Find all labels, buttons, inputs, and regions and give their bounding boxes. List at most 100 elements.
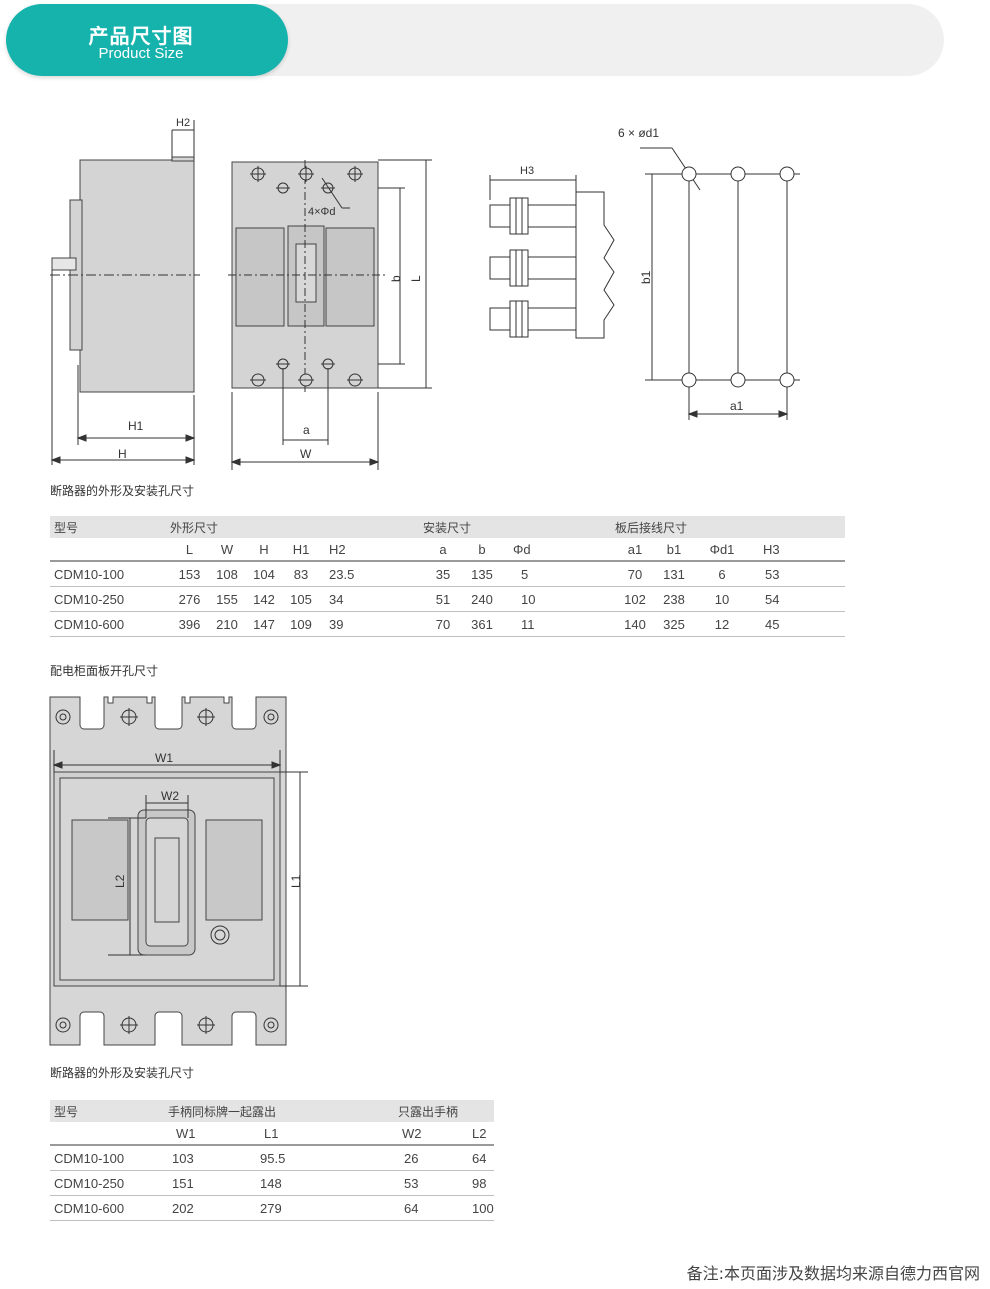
th-phid: Φd [501,538,615,562]
cell: 35 [423,561,463,587]
drawing-caption-1: 断路器的外形及安装孔尺寸 [50,484,195,498]
cell: 34 [319,586,423,612]
cell: 100 [462,1195,494,1221]
cell-model: CDM10-100 [50,1145,168,1171]
dim-H2: H2 [176,117,190,129]
table-sub-header: W1 L1 W2 L2 [50,1122,494,1146]
cell: 202 [168,1195,256,1221]
cell: 64 [462,1145,494,1171]
dim-L1: L1 [289,874,303,888]
col-mounting: 安装尺寸 [423,516,615,538]
table-sub-header: L W H H1 H2 a b Φd a1 b1 Φd1 H3 [50,538,845,562]
header-pill [6,4,288,76]
col-rear-wiring: 板后接线尺寸 [615,516,845,538]
cell: 238 [655,586,693,612]
dim-W: W [300,447,312,461]
th-L1: L1 [256,1122,394,1146]
cell: 102 [615,586,655,612]
header-title-en: Product Size [98,45,184,62]
th-W: W [209,538,245,562]
header-title-cn: 产品尺寸图 [88,24,194,48]
cell: 155 [209,586,245,612]
th-a1: a1 [615,538,655,562]
footnote: 备注:本页面涉及数据均来源自德力西官网 [686,1264,980,1283]
cell: 240 [463,586,501,612]
cell: 6 [693,561,751,587]
col-handle-with-label: 手柄同标牌一起露出 [168,1100,394,1122]
th-H1: H1 [283,538,319,562]
dim-W1: W1 [155,751,173,765]
th-H2: H2 [319,538,423,562]
dim-H: H [118,447,127,461]
table-group-header: 型号 手柄同标牌一起露出 只露出手柄 [50,1100,494,1122]
dim-L2: L2 [113,874,127,888]
panel-cutout-drawing: W1 W2 L2 L1 [49,696,308,1046]
cell: 276 [170,586,209,612]
cell: 51 [423,586,463,612]
cell: 325 [655,611,693,637]
cell: 104 [245,561,283,587]
cell: 153 [170,561,209,587]
cell: 23.5 [319,561,423,587]
cell: 108 [209,561,245,587]
cell: 361 [463,611,501,637]
cell: 396 [170,611,209,637]
cell: 10 [693,586,751,612]
cell: 70 [423,611,463,637]
dim-a1: a1 [730,399,744,413]
cell: 11 [501,611,615,637]
dim-H1: H1 [128,419,144,433]
table-row: CDM10-250 151 148 53 98 [50,1170,494,1196]
cell-model: CDM10-600 [50,611,170,637]
cell: 10 [501,586,615,612]
th-L: L [170,538,209,562]
dim-b1: b1 [639,270,653,284]
table-group-header: 型号 外形尺寸 安装尺寸 板后接线尺寸 [50,516,845,538]
cell: 135 [463,561,501,587]
cell: 279 [256,1195,394,1221]
cell: 64 [394,1195,462,1221]
hole-pattern-view: 6 × ød1 b1 a1 [618,126,800,420]
cell: 148 [256,1170,394,1196]
table-row: CDM10-600 202 279 64 100 [50,1195,494,1221]
cell: 54 [751,586,845,612]
cell-model: CDM10-250 [50,586,170,612]
cell: 53 [751,561,845,587]
cell-model: CDM10-600 [50,1195,168,1221]
breaker-dimension-drawing: H2 H1 H 4×Φd b [50,117,800,470]
col-outline: 外形尺寸 [170,516,423,538]
panel-cutout-title: 配电柜面板开孔尺寸 [50,664,159,678]
cell: 142 [245,586,283,612]
cell: 151 [168,1170,256,1196]
cell: 53 [394,1170,462,1196]
cell: 83 [283,561,319,587]
th-a: a [423,538,463,562]
dim-L: L [409,275,423,282]
dim-6xd1: 6 × ød1 [618,126,659,140]
cell: 103 [168,1145,256,1171]
cell: 5 [501,561,615,587]
cell: 70 [615,561,655,587]
table-row: CDM10-100 103 95.5 26 64 [50,1145,494,1171]
cell: 147 [245,611,283,637]
rear-connection-view: H3 [489,165,615,339]
side-view: H2 H1 H [50,117,200,465]
cell: 98 [462,1170,494,1196]
table-row: CDM10-100 153 108 104 83 23.5 35 135 5 7… [50,561,845,587]
dim-4xphid: 4×Φd [308,206,335,218]
cell: 26 [394,1145,462,1171]
th-H3: H3 [751,538,845,562]
cell: 45 [751,611,845,637]
cell: 95.5 [256,1145,394,1171]
cell: 210 [209,611,245,637]
cell: 109 [283,611,319,637]
cell: 140 [615,611,655,637]
cell: 105 [283,586,319,612]
dim-H3: H3 [520,165,534,177]
drawing-caption-2: 断路器的外形及安装孔尺寸 [50,1066,195,1080]
col-handle-only: 只露出手柄 [394,1100,494,1122]
dimension-table-1: 型号 外形尺寸 安装尺寸 板后接线尺寸 L W H H1 H2 a b Φd a… [50,516,845,637]
dim-a: a [303,423,310,437]
col-model: 型号 [50,516,170,538]
cutout-table: 型号 手柄同标牌一起露出 只露出手柄 W1 L1 W2 L2 CDM10-100… [50,1100,494,1221]
